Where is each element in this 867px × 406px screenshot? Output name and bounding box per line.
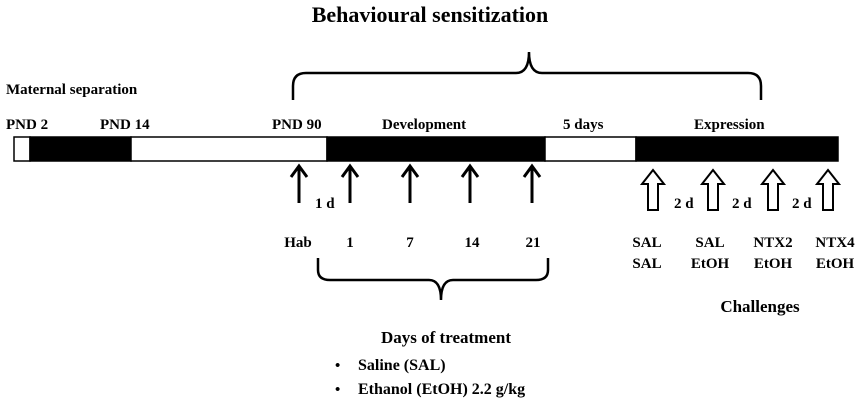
pnd90-label: PND 90 <box>272 117 322 133</box>
interval-2d-a: 2 d <box>674 196 694 212</box>
treatment-ethanol: Ethanol (EtOH) 2.2 g/kg <box>358 381 525 398</box>
segment-expression <box>635 136 839 162</box>
treatment-brace <box>316 258 550 301</box>
segment-withdrawal <box>544 136 637 162</box>
challenge-arrow-3 <box>759 168 787 211</box>
challenge-4-line2: EtOH <box>816 256 855 272</box>
interval-1d: 1 d <box>315 196 335 212</box>
challenge-arrows <box>639 168 842 211</box>
segment-pre-separation <box>13 136 31 162</box>
segment-development <box>326 136 546 162</box>
treatment-saline: Saline (SAL) <box>358 357 446 374</box>
challenges-label: Challenges <box>720 297 800 316</box>
day-label-1: 1 <box>346 235 354 251</box>
arrow-day-21 <box>522 163 542 203</box>
challenge-3-line2: EtOH <box>754 256 793 272</box>
day-label-hab: Hab <box>284 235 312 251</box>
timeline-bar <box>13 136 839 162</box>
challenge-arrow-2 <box>699 168 727 211</box>
treatment-arrows <box>289 163 542 203</box>
challenge-2-line2: EtOH <box>691 256 730 272</box>
arrow-day-1 <box>340 163 360 203</box>
interval-2d-c: 2 d <box>792 196 812 212</box>
challenge-arrow-1 <box>639 168 667 211</box>
challenge-arrow-4 <box>814 168 842 211</box>
day-label-21: 21 <box>526 235 541 251</box>
challenge-4-line1: NTX4 <box>815 235 855 251</box>
development-label: Development <box>382 117 466 133</box>
segment-maternal-separation <box>29 136 132 162</box>
arrow-day-14 <box>460 163 480 203</box>
challenge-1-line2: SAL <box>632 256 661 272</box>
pnd2-label: PND 2 <box>6 117 48 133</box>
five-days-label: 5 days <box>563 117 604 133</box>
interval-2d-b: 2 d <box>732 196 752 212</box>
day-label-7: 7 <box>406 235 414 251</box>
challenge-2-line1: SAL <box>695 235 724 251</box>
maternal-separation-label: Maternal separation <box>6 82 138 98</box>
treatment-bullet-1: • <box>335 358 340 374</box>
arrow-hab <box>289 163 309 203</box>
pnd14-label: PND 14 <box>100 117 150 133</box>
sensitization-brace <box>291 51 763 100</box>
diagram-title: Behavioural sensitization <box>312 2 549 27</box>
challenge-3-line1: NTX2 <box>753 235 792 251</box>
day-label-14: 14 <box>465 235 481 251</box>
challenge-1-line1: SAL <box>632 235 661 251</box>
treatment-bullet-2: • <box>335 382 340 398</box>
arrow-day-7 <box>400 163 420 203</box>
days-of-treatment-label: Days of treatment <box>381 328 511 347</box>
segment-rearing <box>130 136 328 162</box>
expression-label: Expression <box>694 117 765 133</box>
